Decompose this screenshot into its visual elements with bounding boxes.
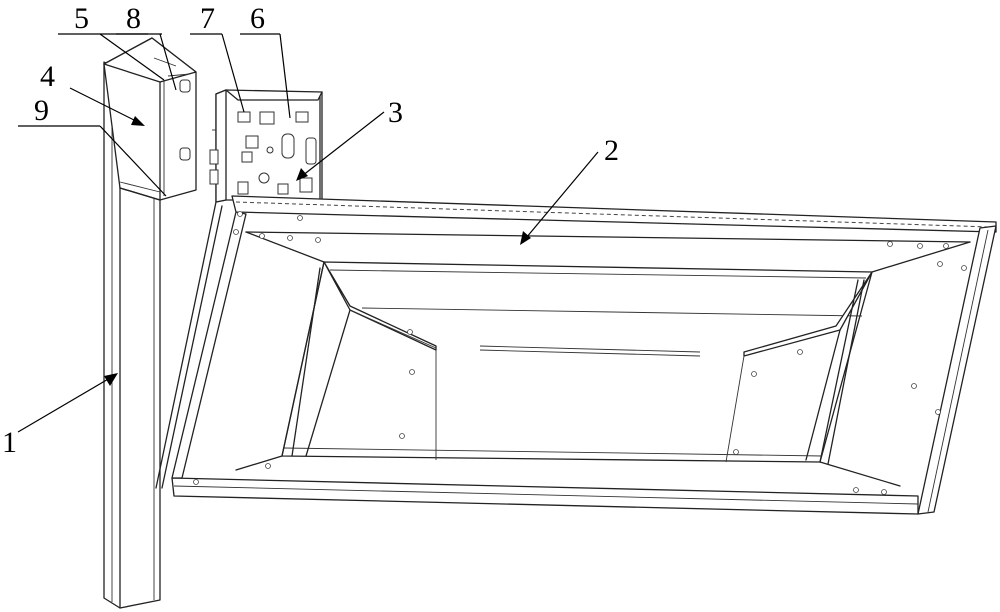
label-6: 6 bbox=[250, 2, 265, 35]
mounting-box bbox=[104, 38, 196, 200]
label-4: 4 bbox=[40, 60, 55, 93]
label-5: 5 bbox=[74, 2, 89, 35]
tray-frame bbox=[172, 196, 996, 514]
label-8: 8 bbox=[126, 2, 141, 35]
label-3: 3 bbox=[388, 96, 403, 129]
label-2: 2 bbox=[604, 134, 619, 167]
label-1: 1 bbox=[2, 426, 17, 459]
label-9: 9 bbox=[34, 94, 49, 127]
label-7: 7 bbox=[200, 2, 215, 35]
side-bracket bbox=[210, 90, 322, 202]
